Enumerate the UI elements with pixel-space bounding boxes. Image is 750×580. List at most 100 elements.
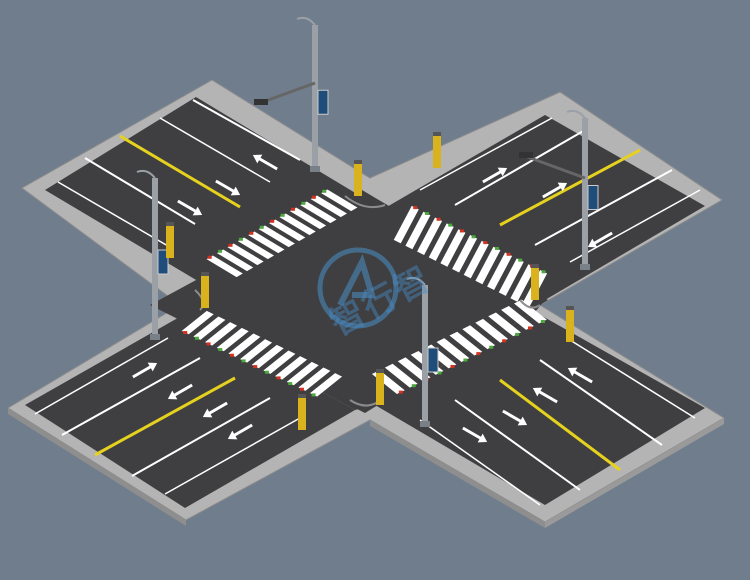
crosswalk-stripe bbox=[475, 246, 501, 285]
crosswalk-stripe bbox=[298, 367, 331, 391]
lane-line-northwest bbox=[192, 99, 301, 161]
crosswalk-edge-dot bbox=[253, 365, 258, 369]
pedestrian-signal-cap bbox=[531, 264, 539, 268]
crosswalk-edge-dot bbox=[218, 249, 223, 253]
crosswalk-stripe bbox=[417, 217, 443, 256]
crosswalk-edge-dot bbox=[228, 243, 233, 247]
crosswalk-edge-dot bbox=[518, 258, 523, 262]
crosswalk-stripe bbox=[228, 333, 261, 357]
crosswalk-stripe bbox=[279, 213, 316, 236]
lane-arrow bbox=[167, 383, 193, 400]
streetlight-arm bbox=[406, 276, 426, 286]
arrow-shape bbox=[177, 199, 203, 216]
lane-line-southwest bbox=[164, 417, 301, 495]
crosswalk-stripe bbox=[384, 363, 418, 388]
pole-shaft bbox=[152, 178, 158, 338]
signal-pole-north bbox=[254, 16, 329, 172]
crosswalk-edge-dot bbox=[280, 213, 285, 217]
lane-arrow bbox=[177, 199, 203, 216]
crosswalk-edge-dot bbox=[311, 195, 316, 199]
lane-arrow bbox=[462, 426, 488, 443]
pedestrian-signal-icon bbox=[298, 394, 306, 430]
crosswalk-edge-dot bbox=[489, 345, 494, 349]
crosswalk-stripe bbox=[405, 211, 431, 250]
pole-shaft bbox=[312, 25, 318, 170]
lane-arrow bbox=[542, 182, 568, 199]
pedestrian-signal bbox=[566, 306, 574, 342]
sidewalk-edge-sw bbox=[8, 408, 186, 526]
lane-line-southwest bbox=[131, 397, 271, 477]
crosswalk-stripe bbox=[501, 306, 534, 330]
lane-arrow bbox=[132, 362, 158, 379]
crosswalk-stripe bbox=[488, 312, 521, 337]
crosswalk-edge-dot bbox=[229, 353, 234, 357]
crosswalk-edge-dot bbox=[238, 237, 243, 241]
lane-line-northeast bbox=[454, 129, 586, 206]
arrow-shape bbox=[587, 231, 613, 248]
crosswalk-stripe bbox=[310, 373, 343, 397]
lane-line-northwest bbox=[57, 181, 169, 247]
crosswalk-edge-dot bbox=[494, 246, 499, 250]
lane-line-southwest bbox=[34, 337, 169, 415]
signal-arm bbox=[524, 154, 586, 180]
pole-base bbox=[420, 421, 430, 427]
crosswalk-edge-dot bbox=[322, 189, 327, 193]
watermark-ring-icon bbox=[317, 247, 399, 329]
display-screen-icon bbox=[427, 347, 439, 373]
lane-arrow bbox=[567, 367, 593, 384]
crosswalk-edge-dot bbox=[463, 358, 468, 362]
lane-arrow bbox=[482, 167, 508, 184]
streetlight-arm bbox=[566, 109, 586, 119]
lane-line-southeast bbox=[454, 399, 581, 491]
pedestrian-signal-icon bbox=[376, 369, 384, 405]
crosswalk-stripe bbox=[269, 219, 306, 242]
pole-base bbox=[310, 166, 320, 172]
crosswalk-stripe bbox=[193, 316, 226, 340]
crosswalk-stripe bbox=[286, 361, 319, 386]
lane-arrow bbox=[502, 409, 528, 426]
streetlight-arm bbox=[296, 16, 316, 26]
crosswalk-edge-dot bbox=[270, 219, 275, 223]
crosswalk-edge-dot bbox=[450, 364, 455, 368]
pedestrian-signal bbox=[298, 394, 306, 430]
crosswalk-stripe bbox=[321, 189, 358, 212]
crosswalk-stripe bbox=[300, 201, 337, 224]
pedestrian-signal-cap bbox=[566, 306, 574, 310]
crosswalk-stripe bbox=[251, 344, 284, 369]
arrow-shape bbox=[227, 423, 253, 440]
crosswalk-stripe bbox=[275, 356, 308, 380]
crosswalk-stripe bbox=[463, 240, 489, 279]
crosswalk-edge-dot bbox=[502, 339, 507, 343]
crosswalks bbox=[181, 189, 548, 407]
pedestrian-signal bbox=[354, 160, 362, 196]
crosswalk-stripe bbox=[289, 207, 327, 230]
crosswalk-edge-dot bbox=[276, 376, 281, 380]
crosswalk-edge-dot bbox=[183, 331, 188, 335]
lane-line-northeast bbox=[569, 189, 701, 263]
crosswalk-stripe bbox=[205, 322, 238, 346]
lane-arrow bbox=[587, 231, 613, 248]
traffic-light-icon bbox=[254, 99, 268, 105]
arrow-shape bbox=[132, 362, 158, 379]
sidewalk-edge-se bbox=[370, 420, 545, 528]
display-screen-icon bbox=[157, 249, 169, 275]
crosswalk-stripe bbox=[206, 255, 243, 278]
lane-line-southeast bbox=[539, 359, 663, 446]
arrow-shape bbox=[252, 154, 278, 171]
pedestrian-signal-cap bbox=[166, 222, 174, 226]
crosswalk-stripe bbox=[216, 249, 254, 272]
crosswalk-stripe bbox=[487, 252, 513, 291]
crosswalk-stripe bbox=[452, 235, 478, 273]
crosswalk-edge-dot bbox=[249, 231, 254, 235]
crosswalk-stripe bbox=[428, 223, 454, 261]
crosswalk-stripe bbox=[510, 264, 536, 302]
pedestrian-signal-icon bbox=[201, 272, 209, 308]
crosswalk-stripe bbox=[498, 258, 524, 296]
pole-shaft bbox=[582, 118, 588, 268]
signal-pole-east bbox=[519, 109, 599, 270]
pedestrian-signal-cap bbox=[354, 160, 362, 164]
pedestrian-signal-icon bbox=[566, 306, 574, 342]
lane-line-northwest bbox=[159, 117, 271, 183]
display-screen-icon bbox=[587, 185, 599, 210]
pedestrian-signal-cap bbox=[376, 369, 384, 373]
